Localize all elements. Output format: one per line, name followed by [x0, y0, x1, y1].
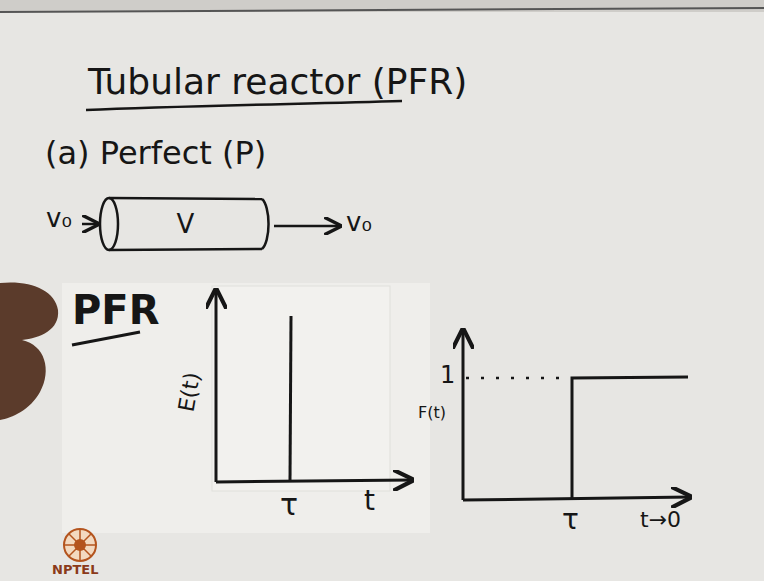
x-axis — [216, 480, 412, 482]
paper-patch — [62, 283, 430, 533]
axis-label: E(t) — [174, 370, 205, 413]
underline — [72, 332, 140, 345]
dotted-level — [466, 377, 568, 380]
axis-label: F(t) — [418, 404, 446, 422]
x-axis — [463, 497, 690, 500]
nptel-logo — [64, 529, 96, 561]
y-axis — [462, 330, 465, 500]
dirac-spike — [290, 316, 291, 481]
tick-label: 1 — [440, 362, 455, 388]
note-text: (a) Perfect (P) — [45, 136, 266, 171]
paper-edge — [0, 0, 764, 12]
axis-label: t — [364, 486, 375, 517]
hand — [0, 282, 58, 420]
tick-label: τ — [280, 488, 298, 521]
inlet-arrow — [82, 223, 98, 226]
flow-label: v₀ — [346, 208, 372, 237]
watermark: NPTEL — [52, 563, 98, 577]
underline — [86, 101, 402, 110]
y-axis — [215, 290, 218, 482]
section-label: PFR — [72, 288, 159, 332]
axis-label: t→0 — [640, 508, 681, 532]
reactor-tube: V — [98, 196, 273, 252]
paper-patch — [212, 286, 390, 491]
tick-label: τ — [562, 505, 579, 536]
step-curve — [572, 377, 688, 499]
volume-label: V — [177, 210, 195, 239]
title: Tubular reactor (PFR) — [88, 62, 467, 102]
flow-label: v₀ — [46, 204, 72, 233]
outlet-arrow — [274, 225, 340, 228]
paper-edge-line — [0, 8, 764, 12]
